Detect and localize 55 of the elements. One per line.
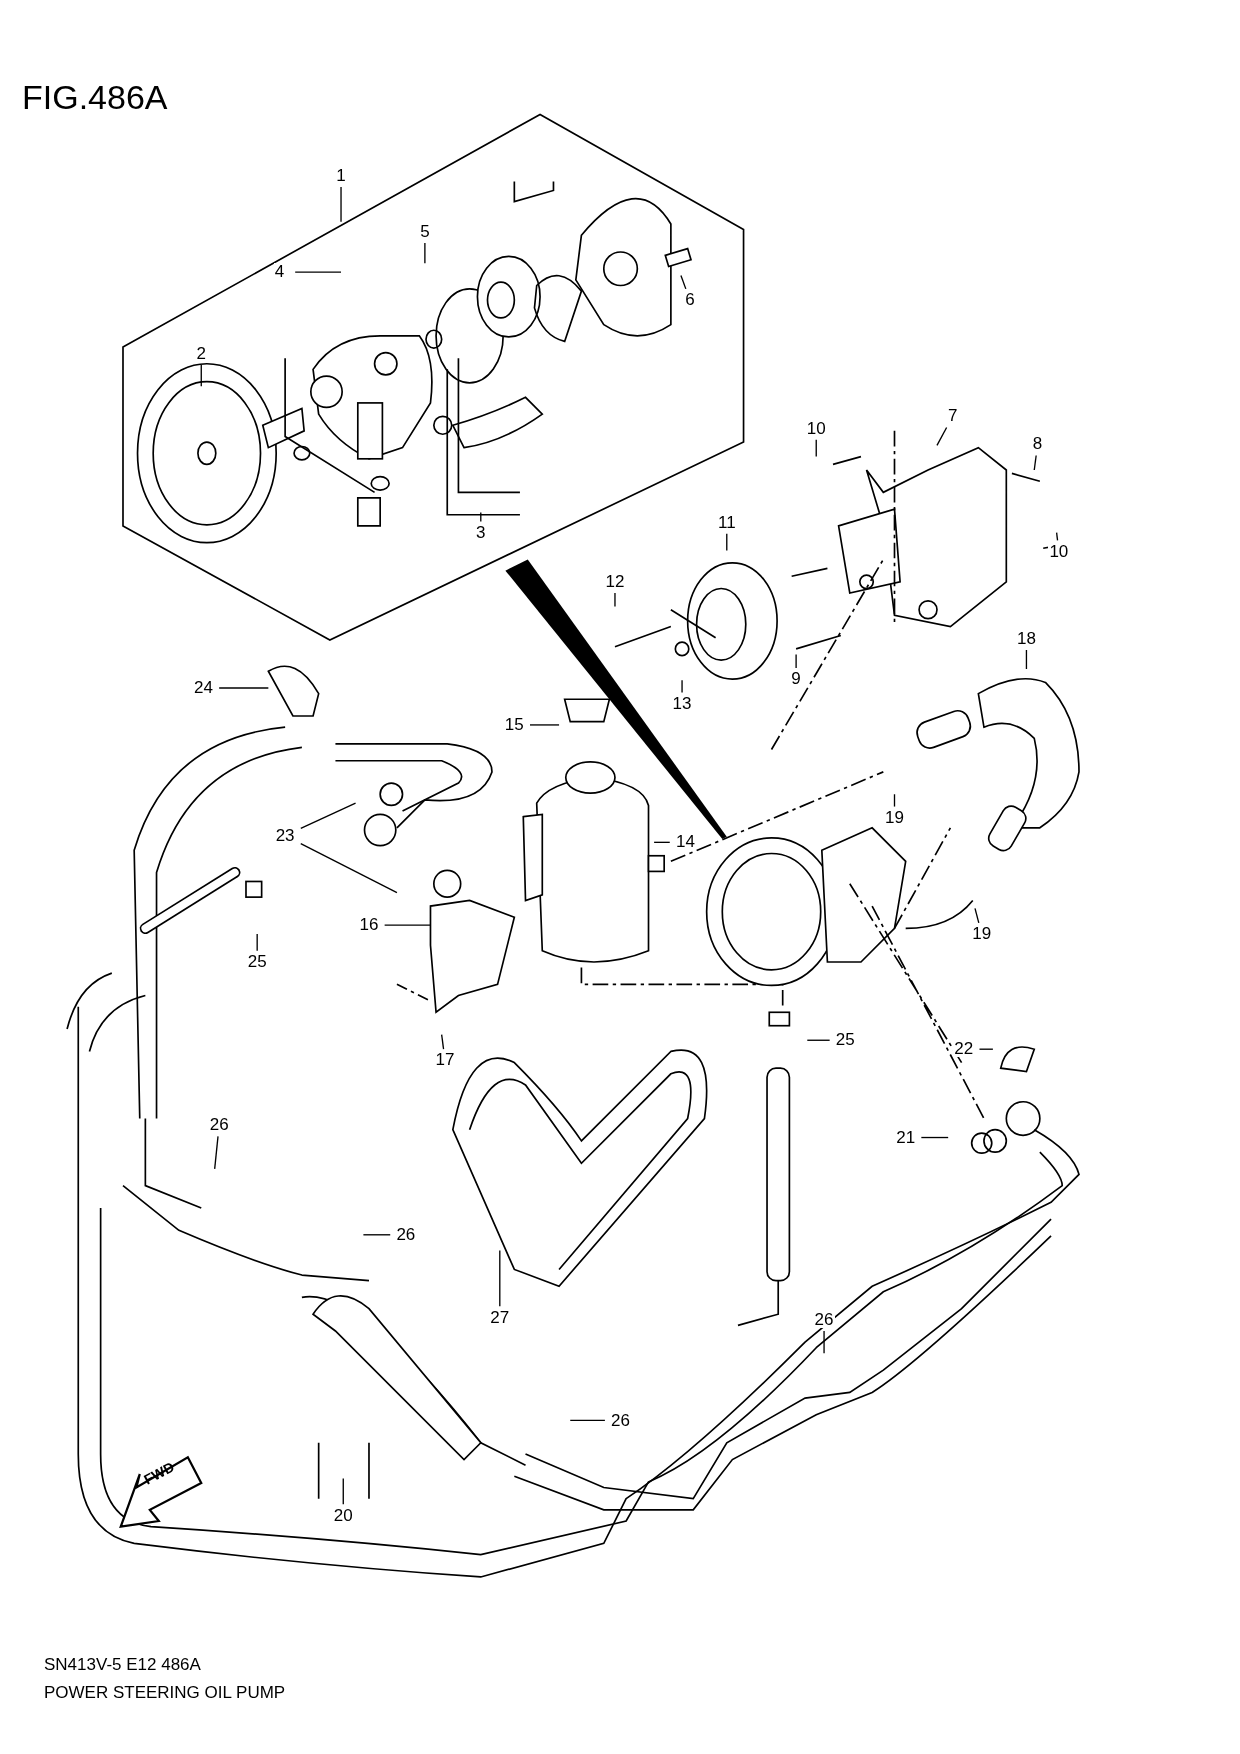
callout-number: 26 — [610, 1411, 631, 1429]
leader-line — [300, 842, 398, 894]
leader-line — [893, 793, 896, 808]
leader-line — [569, 1419, 606, 1422]
callout-number: 19 — [884, 808, 905, 826]
leader-line — [726, 533, 728, 552]
callout-number: 22 — [953, 1040, 975, 1058]
leader-line — [342, 1477, 344, 1505]
leader-line — [424, 242, 426, 264]
drawing-code: SN413V-5 E12 486A — [44, 1656, 201, 1673]
leader-line — [256, 933, 258, 952]
leader-line — [529, 724, 560, 726]
callout-number: 10 — [805, 419, 827, 437]
leader-line — [806, 1039, 831, 1041]
callout-number: 10 — [1048, 542, 1070, 560]
callout-number: 18 — [1015, 629, 1037, 647]
leader-line — [362, 1234, 391, 1236]
callout-number: 20 — [332, 1506, 354, 1524]
callout-number: 13 — [671, 694, 693, 712]
callout-number: 2 — [195, 344, 207, 362]
leader-line — [1033, 454, 1037, 471]
callout-number: 26 — [395, 1225, 417, 1243]
leader-line — [383, 924, 432, 926]
leader-line — [936, 426, 948, 447]
callout-number: 12 — [604, 572, 626, 590]
leader-line — [681, 679, 683, 694]
callout-number: 3 — [475, 523, 487, 541]
callout-number: 21 — [895, 1128, 917, 1146]
leader-line — [1025, 649, 1028, 670]
callout-number: 23 — [274, 826, 296, 844]
leader-line — [300, 802, 357, 830]
leader-line — [978, 1048, 994, 1050]
leader-line — [1055, 531, 1059, 542]
leader-line — [974, 907, 980, 924]
leader-line — [441, 1034, 445, 1050]
callout-number: 5 — [419, 222, 431, 240]
figure-caption: POWER STEERING OIL PUMP — [44, 1684, 286, 1701]
leader-line — [614, 592, 616, 608]
callout-number: 26 — [813, 1310, 835, 1328]
leader-line — [499, 1249, 501, 1308]
leader-line — [218, 687, 270, 689]
leader-line — [340, 186, 342, 223]
callout-number: 11 — [716, 513, 737, 531]
leader-line — [214, 1135, 219, 1170]
leader-line — [823, 1330, 825, 1354]
figure-title: FIG.486A — [22, 80, 168, 114]
callout-number: 27 — [489, 1308, 511, 1326]
leader-line — [680, 274, 687, 290]
leader-line — [815, 439, 817, 458]
leader-line — [294, 271, 342, 273]
leader-line — [200, 364, 202, 387]
leader-line — [653, 841, 671, 843]
leader-line — [795, 653, 797, 669]
leader-line — [920, 1136, 949, 1139]
leader-line — [480, 511, 482, 523]
